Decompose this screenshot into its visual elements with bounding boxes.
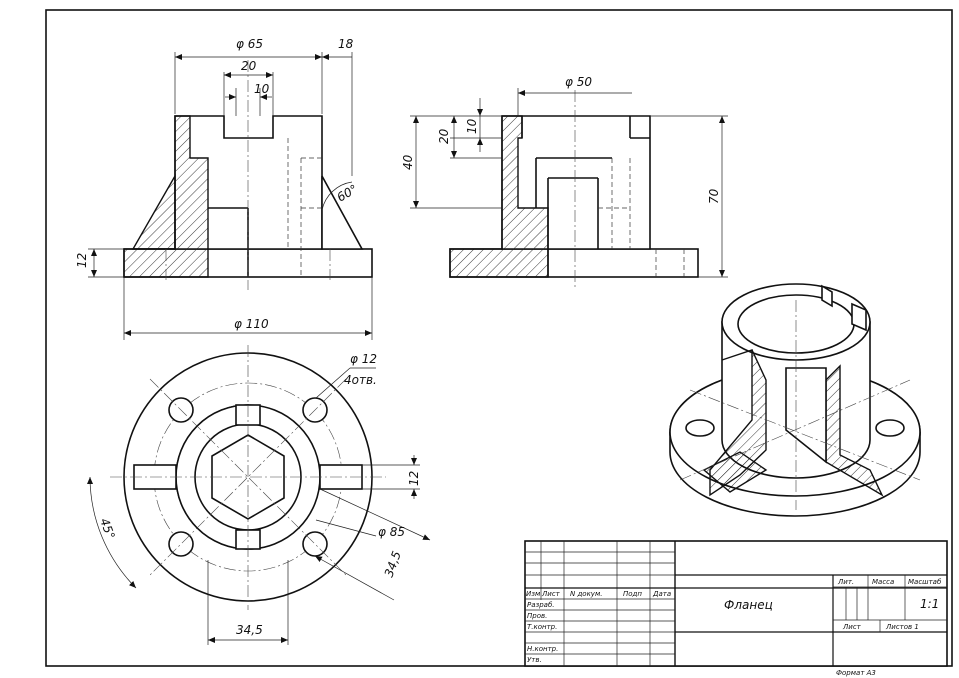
dim-front-12: 12: [75, 253, 89, 268]
dim-front-18: 18: [338, 37, 354, 51]
tb-row-utv: Утв.: [527, 656, 542, 664]
tb-massa: Масса: [872, 578, 894, 586]
dim-plan-12: 12: [407, 471, 421, 486]
tb-sheet: Лист: [842, 623, 862, 631]
dim-side-10: 10: [465, 118, 479, 134]
dim-front-angle: 60°: [335, 182, 360, 205]
front-view: φ 65 18 20 10 60° 12 φ 110: [75, 37, 373, 340]
dim-front-10: 10: [254, 82, 270, 96]
tb-col-podp: Подп: [623, 590, 642, 598]
dim-plan-34-5-bottom: 34,5: [236, 623, 263, 637]
tb-part-name: Фланец: [724, 598, 773, 612]
dim-side-40: 40: [401, 154, 415, 170]
dim-plan-45: 45°: [97, 516, 117, 541]
tb-col-list: Лист: [541, 590, 561, 598]
dim-side-d50: φ 50: [565, 75, 592, 89]
dim-plan-4holes: 4отв.: [344, 373, 377, 387]
dim-plan-34-5-diag: 34,5: [382, 549, 404, 579]
tb-format: Формат А3: [836, 669, 876, 677]
plan-view: φ 12 4отв. 12 45° φ 85 34,5 34,5: [87, 345, 431, 645]
dim-plan-d85: φ 85: [378, 525, 405, 539]
tb-sheets: Листов 1: [885, 623, 919, 631]
dim-side-20: 20: [437, 128, 451, 144]
tb-row-nkontr: Н.контр.: [527, 645, 558, 653]
side-view: φ 50 10 20 40 70: [401, 75, 728, 290]
tb-lit: Лит.: [837, 578, 854, 586]
tb-row-tkontr: Т.контр.: [527, 623, 557, 631]
tb-scale-value: 1:1: [920, 597, 939, 611]
dim-front-20: 20: [241, 59, 257, 73]
dim-front-d110: φ 110: [234, 317, 269, 331]
dim-plan-d12: φ 12: [350, 352, 377, 366]
tb-col-izm: Изм: [526, 590, 541, 598]
tb-masshtab: Масштаб: [908, 578, 942, 586]
tb-row-razrab: Разраб.: [527, 601, 555, 609]
dim-side-70: 70: [707, 188, 721, 204]
tb-row-prov: Пров.: [527, 612, 547, 620]
sheet-frame: [45, 9, 953, 667]
tb-col-ndokum: N докум.: [570, 590, 602, 598]
tb-col-data: Дата: [652, 590, 671, 598]
dim-front-d65: φ 65: [236, 37, 263, 51]
isometric-view: [669, 283, 921, 517]
title-block: Изм Лист N докум. Подп Дата Разраб. Пров…: [524, 540, 948, 677]
